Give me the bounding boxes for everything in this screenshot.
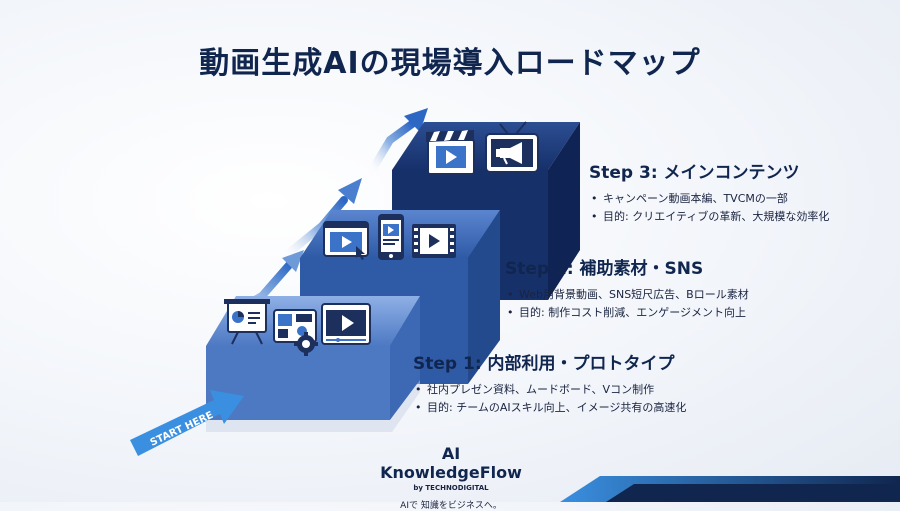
- step-2-title: Step 2: 補助素材・SNS: [505, 259, 704, 279]
- brand-byline: by TECHNODIGITAL: [413, 484, 489, 492]
- step-2-description: Step 2: 補助素材・SNS Web用背景動画、SNS短尺広告、Bロール素材…: [505, 254, 749, 322]
- step-2-goal: 目的: 制作コスト削減、エンゲージメント向上: [505, 304, 749, 322]
- smartphone-icon: [378, 214, 404, 260]
- step-3-title: Step 3: メインコンテンツ: [589, 163, 800, 183]
- step-1-goal: 目的: チームのAIスキル向上、イメージ共有の高速化: [413, 399, 686, 417]
- tv-megaphone-icon: [485, 121, 539, 179]
- step-1-description: Step 1: 内部利用・プロトタイプ 社内プレゼン資料、ムードボード、Vコン制…: [413, 349, 686, 417]
- step-2-item: Web用背景動画、SNS短尺広告、Bロール素材: [505, 286, 749, 304]
- step-3-goal: 目的: クリエイティブの革新、大規模な効率化: [589, 208, 829, 226]
- clapperboard-icon: [426, 130, 475, 175]
- corner-accent: [560, 476, 900, 502]
- brand-name: AI KnowledgeFlow: [380, 444, 522, 482]
- video-player-icon: [321, 303, 371, 345]
- step-1-item: 社内プレゼン資料、ムードボード、Vコン制作: [413, 381, 686, 399]
- step-1-title: Step 1: 内部利用・プロトタイプ: [413, 354, 675, 374]
- browser-video-icon: [323, 221, 369, 260]
- brand-footer: AI KnowledgeFlow by TECHNODIGITAL AIで 知識…: [373, 444, 529, 511]
- film-strip-icon: [412, 224, 456, 258]
- page-title: 動画生成AIの現場導入ロードマップ: [199, 46, 701, 81]
- presentation-board-icon: [224, 299, 270, 345]
- step-3-description: Step 3: メインコンテンツ キャンペーン動画本編、TVCMの一部 目的: …: [589, 158, 829, 226]
- step-3-item: キャンペーン動画本編、TVCMの一部: [589, 190, 829, 208]
- gear-icon: [294, 332, 318, 356]
- brand-tagline: AIで 知識をビジネスへ。: [400, 501, 502, 511]
